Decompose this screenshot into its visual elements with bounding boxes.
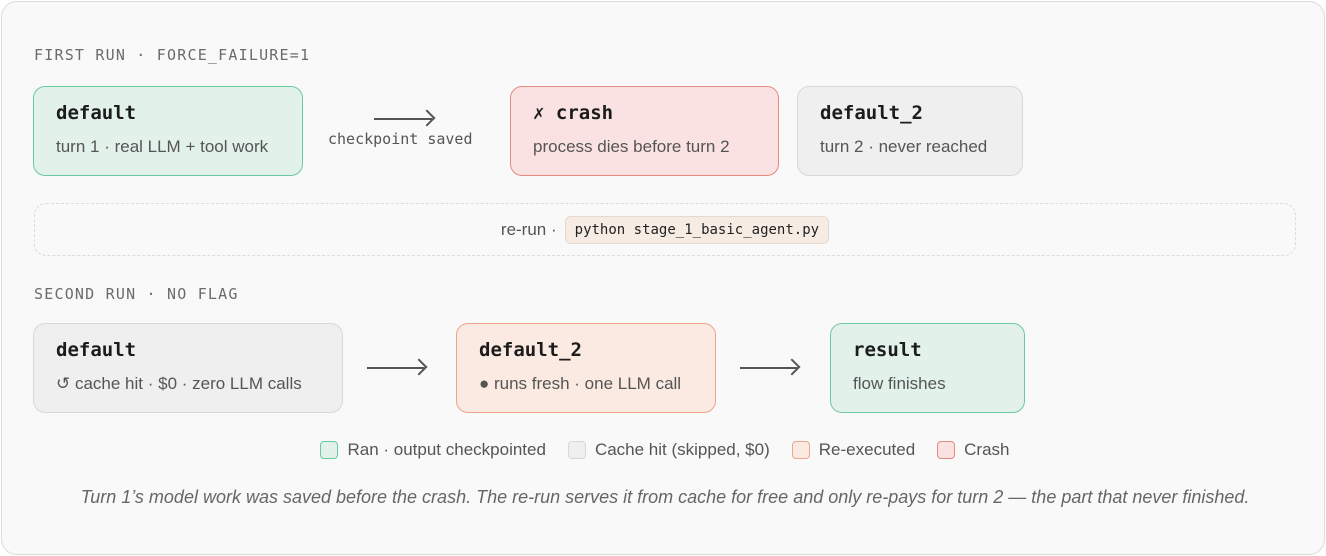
node-title: result xyxy=(853,339,922,361)
node-subtitle: flow finishes xyxy=(853,374,946,393)
rerun-prefix: re-run · xyxy=(500,219,557,239)
legend: Ran · output checkpointed Cache hit (ski… xyxy=(2,440,1326,460)
legend-label: Cache hit (skipped, $0) xyxy=(594,440,770,459)
first-run-default-2-node: default_2 turn 2 · never reached xyxy=(797,86,1023,176)
node-title: default_2 xyxy=(820,102,923,124)
legend-swatch xyxy=(791,441,810,459)
arrow-right-icon xyxy=(374,118,432,120)
second-run-result-node: result flow finishes xyxy=(830,323,1025,413)
arrow-right-icon xyxy=(367,367,424,369)
node-title: default_2 xyxy=(479,339,582,361)
legend-swatch xyxy=(937,441,956,459)
legend-label: Ran · output checkpointed xyxy=(347,440,546,459)
node-subtitle: process dies before turn 2 xyxy=(533,137,730,156)
legend-swatch xyxy=(320,441,339,459)
first-run-crash-node: ✗ crash process dies before turn 2 xyxy=(510,86,779,176)
arrow-right-icon xyxy=(740,367,797,369)
rerun-box: re-run · python stage_1_basic_agent.py xyxy=(34,203,1296,256)
legend-item-crash: Crash xyxy=(937,440,1010,460)
rerun-command: python stage_1_basic_agent.py xyxy=(564,215,830,244)
legend-item-re-executed: Re-executed xyxy=(791,440,916,460)
node-title: default xyxy=(56,339,137,361)
second-run-label: SECOND RUN · NO FLAG xyxy=(34,285,239,303)
legend-label: Crash xyxy=(964,440,1010,459)
second-run-default-2-node: default_2 ● runs fresh · one LLM call xyxy=(456,323,716,413)
first-run-label: FIRST RUN · FORCE_FAILURE=1 xyxy=(34,46,311,64)
caption: Turn 1’s model work was saved before the… xyxy=(80,487,1250,507)
node-title: ✗ crash xyxy=(533,102,614,124)
second-run-default-node: default ↺ cache hit · $0 · zero LLM call… xyxy=(33,323,343,413)
node-title: default xyxy=(56,102,137,124)
legend-swatch xyxy=(567,441,586,459)
checkpoint-saved-label: checkpoint saved xyxy=(328,130,473,148)
node-subtitle: turn 1 · real LLM + tool work xyxy=(56,137,269,156)
node-subtitle: ● runs fresh · one LLM call xyxy=(479,374,682,393)
legend-item-ran: Ran · output checkpointed xyxy=(320,440,546,460)
node-subtitle: ↺ cache hit · $0 · zero LLM calls xyxy=(56,374,302,393)
legend-item-cache-hit: Cache hit (skipped, $0) xyxy=(567,440,770,460)
node-subtitle: turn 2 · never reached xyxy=(820,137,988,156)
legend-label: Re-executed xyxy=(818,440,916,459)
first-run-default-node: default turn 1 · real LLM + tool work xyxy=(33,86,303,176)
